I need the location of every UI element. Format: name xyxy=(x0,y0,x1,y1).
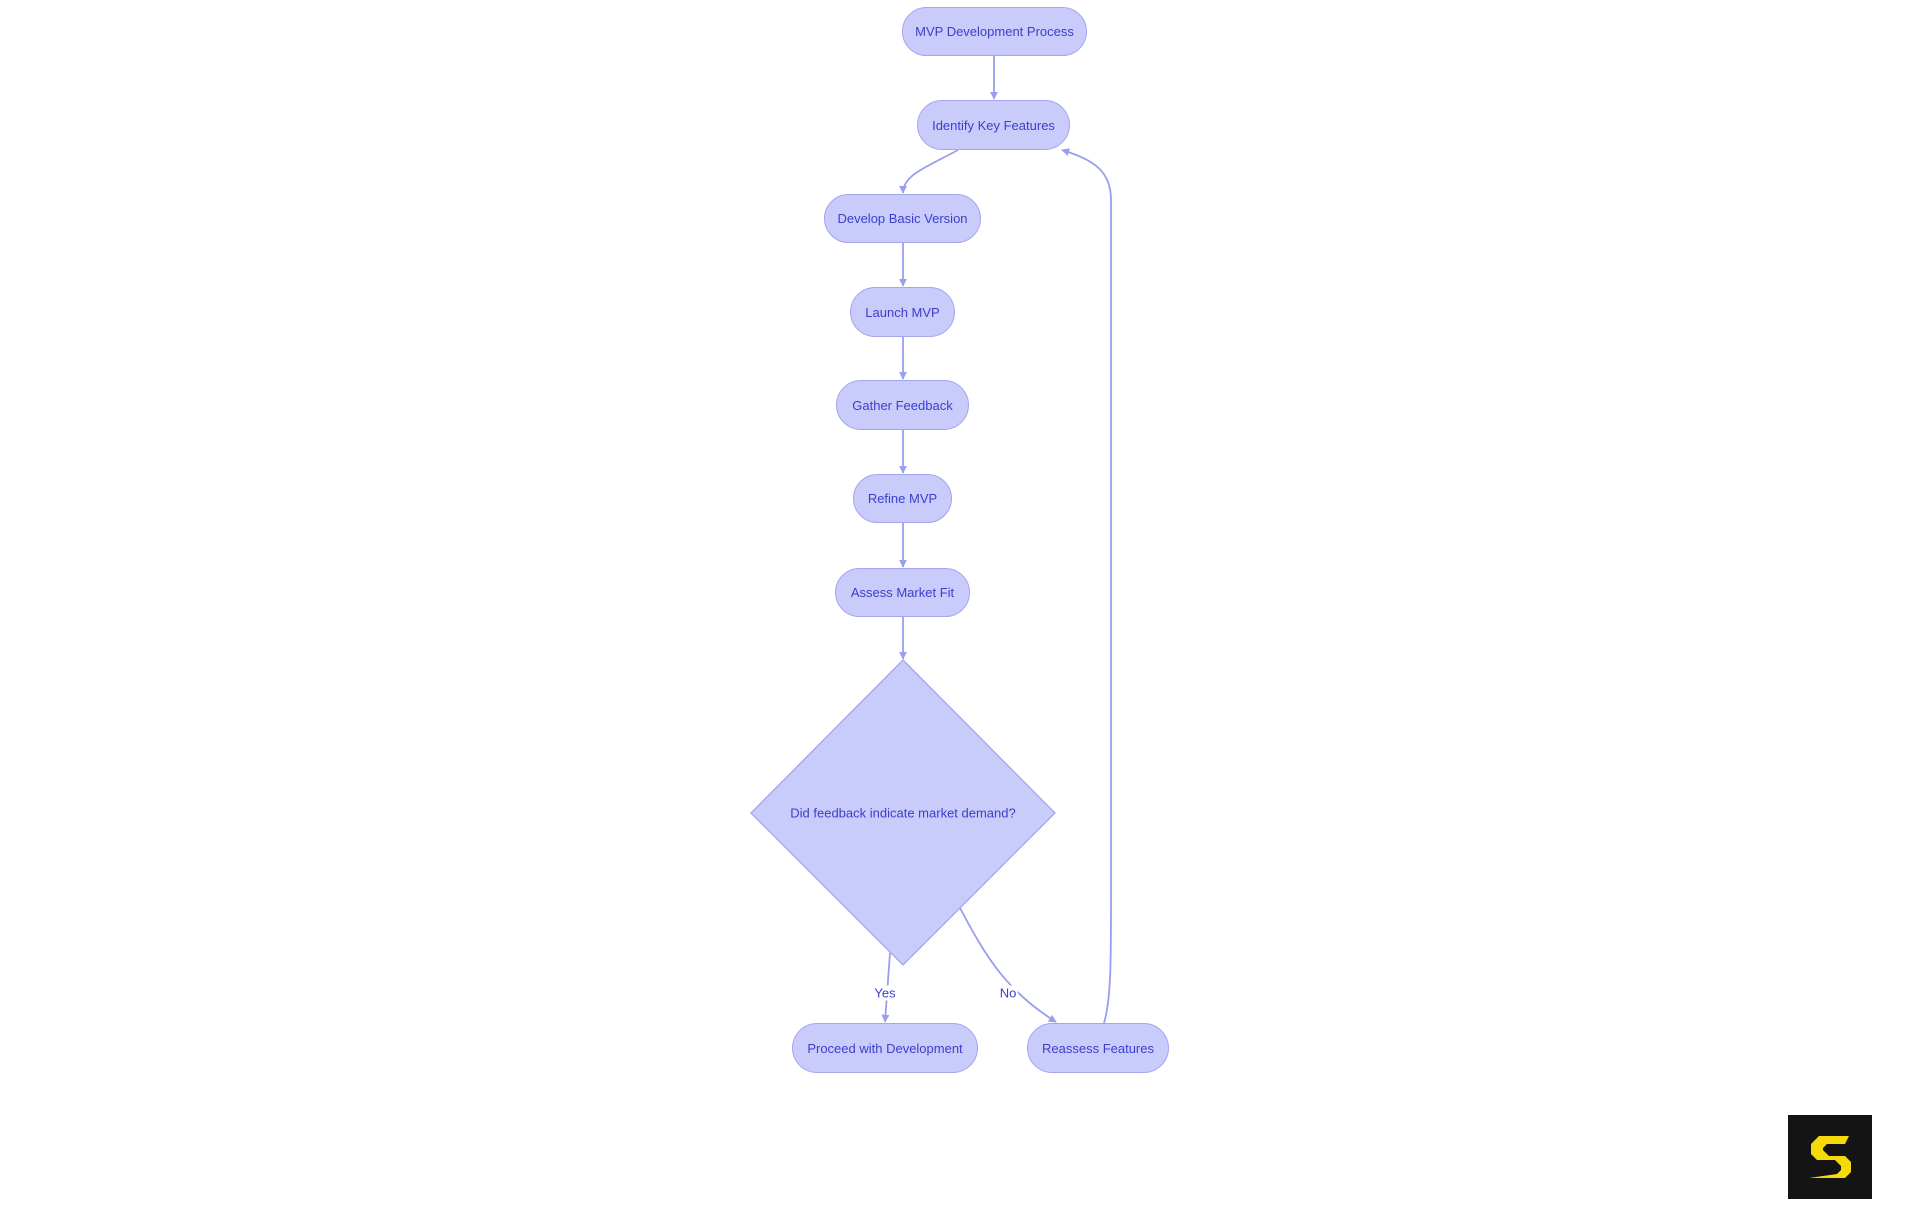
edge-decision-reassess xyxy=(959,907,1057,1023)
node-refine-mvp[interactable]: Refine MVP xyxy=(853,474,952,523)
decision-label: Did feedback indicate market demand? xyxy=(790,805,1016,821)
node-label: Develop Basic Version xyxy=(837,211,968,226)
brand-logo[interactable] xyxy=(1788,1115,1872,1199)
node-label: Assess Market Fit xyxy=(850,585,955,600)
edge-label-yes: Yes xyxy=(873,985,897,1001)
decision-diamond[interactable] xyxy=(750,659,1056,966)
node-mvp-development-process[interactable]: MVP Development Process xyxy=(902,7,1087,56)
node-identify-key-features[interactable]: Identify Key Features xyxy=(917,100,1070,150)
node-proceed-with-development[interactable]: Proceed with Development xyxy=(792,1023,978,1073)
node-label: Gather Feedback xyxy=(852,397,953,413)
edge-reassess-identify xyxy=(1061,148,1112,1024)
edge-identify-develop xyxy=(899,149,959,194)
node-label: Reassess Features xyxy=(1042,1040,1154,1056)
node-assess-market-fit[interactable]: Assess Market Fit xyxy=(835,568,970,617)
node-reassess-features[interactable]: Reassess Features xyxy=(1027,1023,1169,1073)
node-label: Proceed with Development xyxy=(807,1040,963,1056)
node-label: MVP Development Process xyxy=(915,24,1074,39)
node-label: Launch MVP xyxy=(865,304,940,320)
node-gather-feedback[interactable]: Gather Feedback xyxy=(836,380,969,430)
node-launch-mvp[interactable]: Launch MVP xyxy=(850,287,955,337)
node-develop-basic-version[interactable]: Develop Basic Version xyxy=(824,194,981,243)
node-label: Refine MVP xyxy=(867,491,938,506)
s-logo-icon xyxy=(1809,1136,1851,1178)
edge-label-no: No xyxy=(998,985,1018,1001)
node-label: Identify Key Features xyxy=(932,117,1055,133)
